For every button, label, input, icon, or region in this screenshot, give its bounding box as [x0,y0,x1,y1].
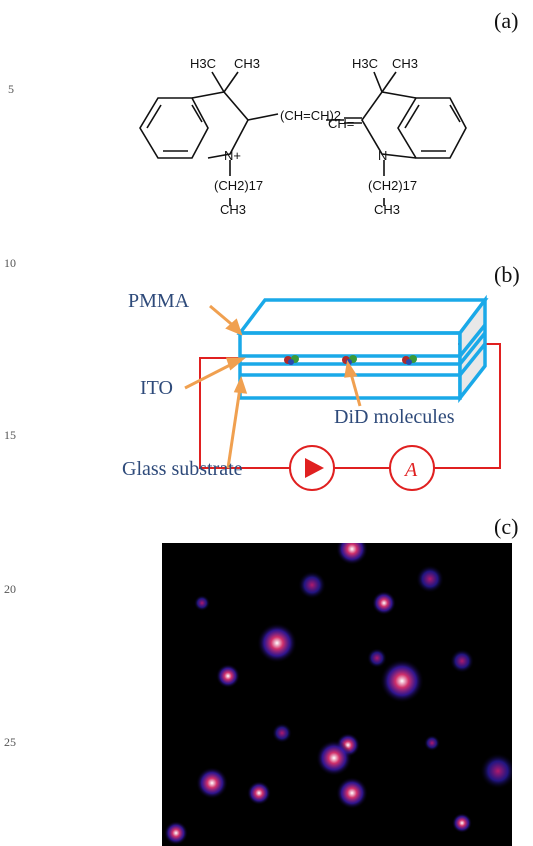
ammeter-symbol: A [403,459,418,481]
chem-right-nitrogen: N [378,148,387,163]
panel-label-b: (b) [494,262,520,287]
chem-bridge-tail: CH= [328,116,354,131]
line-number-25: 25 [4,735,16,749]
chem-left-nitrogen: N+ [224,148,241,163]
chem-left-end: CH3 [220,202,246,217]
chem-right-methyl-2: CH3 [392,56,418,71]
ito-label: ITO [140,377,173,399]
chem-right-methyl-1: H3C [352,56,378,71]
pmma-label: PMMA [128,290,190,312]
chem-left-methyl-2: CH3 [234,56,260,71]
panel-label-c: (c) [494,514,519,539]
did-molecules-label: DiD molecules [334,406,455,428]
fluorescence-image [162,543,512,846]
chem-left-chain: (CH2)17 [214,178,263,193]
device-diagram: A [184,294,501,491]
fluorescence-spots [164,543,512,845]
line-number-20: 20 [4,582,16,596]
chem-bridge: (CH=CH)2 [280,108,341,123]
glass-substrate-label: Glass substrate [122,458,243,480]
chem-left-methyl-1: H3C [190,56,216,71]
panel-label-a: (a) [494,8,519,33]
chem-right-end: CH3 [374,202,400,217]
line-number-15: 15 [4,428,16,442]
current-arrow-icon [305,458,324,478]
line-number-10: 10 [4,256,16,270]
chemical-structure: H3C CH3 H3C CH3 (CH=CH)2 CH= N+ N (CH2)1… [139,56,467,217]
chem-right-chain: (CH2)17 [368,178,417,193]
line-number-5: 5 [8,82,14,96]
